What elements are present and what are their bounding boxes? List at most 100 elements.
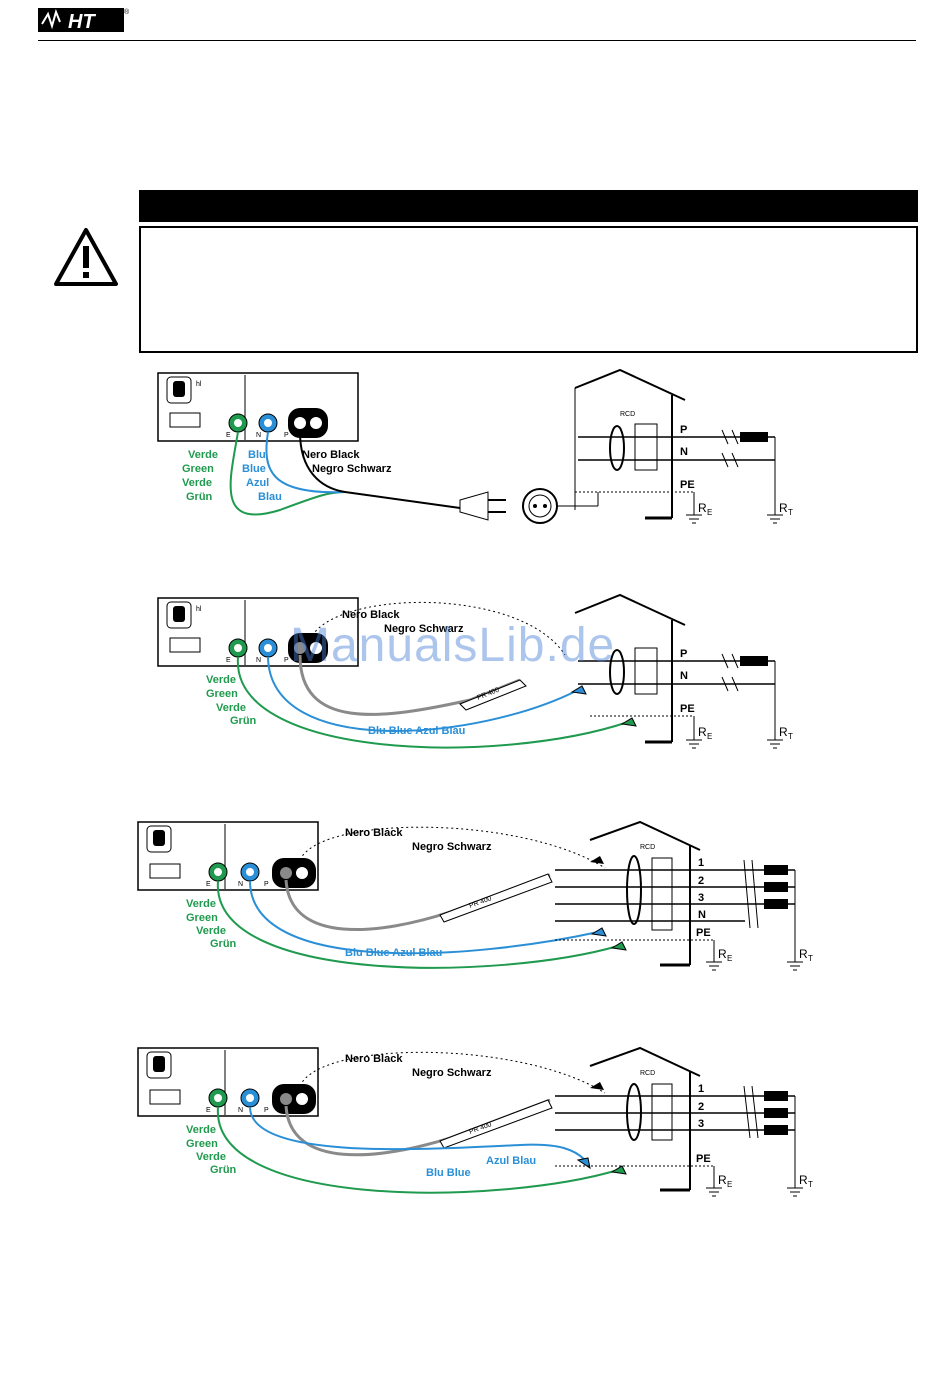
svg-text:PE: PE: [680, 479, 695, 491]
blue-cable: [267, 656, 579, 732]
svg-text:hl: hl: [196, 606, 202, 613]
svg-text:Verde: Verde: [186, 898, 216, 910]
svg-text:®: ®: [124, 8, 130, 16]
grey-probe-cable: [298, 654, 521, 716]
svg-text:RCD: RCD: [640, 1070, 655, 1077]
svg-text:2: 2: [698, 1101, 704, 1113]
svg-text:PE: PE: [680, 703, 695, 715]
svg-text:Blu Blue Azul Blau: Blu Blue Azul Blau: [368, 725, 465, 737]
svg-text:E: E: [727, 1180, 732, 1189]
svg-text:P: P: [264, 1107, 269, 1114]
svg-text:R: R: [799, 1173, 808, 1187]
blue-cable: [265, 431, 346, 494]
svg-text:Negro Schwarz: Negro Schwarz: [412, 1067, 492, 1079]
black-cable: [299, 431, 461, 509]
svg-text:Nero Black: Nero Black: [345, 1053, 403, 1065]
svg-text:Grün: Grün: [210, 938, 237, 950]
svg-text:Grün: Grün: [210, 1164, 237, 1176]
svg-text:N: N: [238, 1107, 243, 1114]
instrument-3: E N P: [137, 821, 319, 891]
svg-text:N: N: [680, 446, 688, 458]
svg-text:PE: PE: [696, 1153, 711, 1165]
svg-text:Negro Schwarz: Negro Schwarz: [412, 841, 492, 853]
instrument-2: hl E N P: [157, 597, 359, 667]
svg-text:P: P: [264, 881, 269, 888]
svg-text:P: P: [284, 657, 289, 664]
svg-text:Nero Black: Nero Black: [302, 449, 360, 461]
svg-text:N: N: [238, 881, 243, 888]
svg-text:hl: hl: [196, 381, 202, 388]
svg-text:T: T: [808, 954, 813, 963]
green-cable: [236, 656, 629, 749]
black-cable-dotted: [309, 601, 566, 656]
svg-text:Blu Blue Azul Blau: Blu Blue Azul Blau: [345, 947, 442, 959]
svg-text:Nero Black: Nero Black: [345, 827, 403, 839]
svg-text:1: 1: [698, 857, 704, 869]
svg-text:E: E: [707, 508, 712, 517]
svg-text:Nero Black: Nero Black: [342, 609, 400, 621]
svg-text:Blu Blue: Blu Blue: [426, 1167, 471, 1179]
svg-text:N: N: [680, 670, 688, 682]
svg-text:T: T: [788, 508, 793, 517]
svg-text:R: R: [718, 1173, 727, 1187]
section-title-bar: [139, 190, 918, 222]
svg-text:RCD: RCD: [620, 411, 635, 418]
svg-text:R: R: [698, 725, 707, 739]
instrument-4: E N P: [137, 1047, 319, 1117]
svg-text:Green: Green: [186, 1138, 218, 1150]
svg-text:N: N: [256, 432, 261, 439]
watermark: ManualsLib.de: [290, 619, 616, 672]
green-labels: Verde Green Verde Grün: [182, 449, 218, 503]
svg-text:R: R: [799, 947, 808, 961]
svg-text:N: N: [256, 657, 261, 664]
warning-triangle-icon: [52, 226, 120, 288]
svg-text:E: E: [226, 432, 231, 439]
black-labels: Nero Black Negro Schwarz: [302, 449, 392, 475]
svg-text:Azul Blau: Azul Blau: [486, 1155, 536, 1167]
svg-text:RCD: RCD: [640, 844, 655, 851]
svg-text:T: T: [808, 1180, 813, 1189]
instrument-1: hl E N P: [157, 372, 359, 442]
blue-labels: Blu Blue Azul Blau: [242, 449, 282, 503]
logo-text: HT: [68, 11, 96, 33]
svg-text:Verde: Verde: [188, 449, 218, 461]
svg-text:Blau: Blau: [258, 491, 282, 503]
svg-text:Grün: Grün: [230, 715, 257, 727]
svg-text:R: R: [698, 501, 707, 515]
svg-text:Verde: Verde: [206, 674, 236, 686]
warning-box: [139, 226, 918, 353]
green-cable: [229, 431, 346, 516]
svg-text:Blue: Blue: [242, 463, 266, 475]
svg-text:Negro Schwarz: Negro Schwarz: [384, 623, 464, 635]
svg-text:Negro Schwarz: Negro Schwarz: [312, 463, 392, 475]
svg-text:Verde: Verde: [216, 702, 246, 714]
svg-text:Verde: Verde: [196, 1151, 226, 1163]
svg-text:Verde: Verde: [186, 1124, 216, 1136]
svg-text:E: E: [226, 657, 231, 664]
svg-text:Green: Green: [186, 912, 218, 924]
svg-text:E: E: [206, 1107, 211, 1114]
svg-text:R: R: [718, 947, 727, 961]
svg-text:P: P: [680, 648, 687, 660]
svg-text:Verde: Verde: [196, 925, 226, 937]
ht-logo: HT ®: [38, 6, 130, 34]
svg-text:P: P: [680, 424, 687, 436]
svg-text:1: 1: [698, 1083, 704, 1095]
svg-text:P: P: [284, 432, 289, 439]
svg-text:3: 3: [698, 1118, 704, 1130]
svg-text:T: T: [788, 732, 793, 741]
svg-text:2: 2: [698, 875, 704, 887]
svg-text:Green: Green: [206, 688, 238, 700]
schuko-plug: [459, 488, 558, 524]
header-rule: [38, 40, 916, 41]
svg-text:PE: PE: [696, 927, 711, 939]
svg-text:Azul: Azul: [246, 477, 269, 489]
svg-text:3: 3: [698, 892, 704, 904]
svg-text:Blu: Blu: [248, 449, 266, 461]
svg-text:N: N: [698, 909, 706, 921]
svg-text:R: R: [779, 501, 788, 515]
svg-text:Grün: Grün: [186, 491, 213, 503]
